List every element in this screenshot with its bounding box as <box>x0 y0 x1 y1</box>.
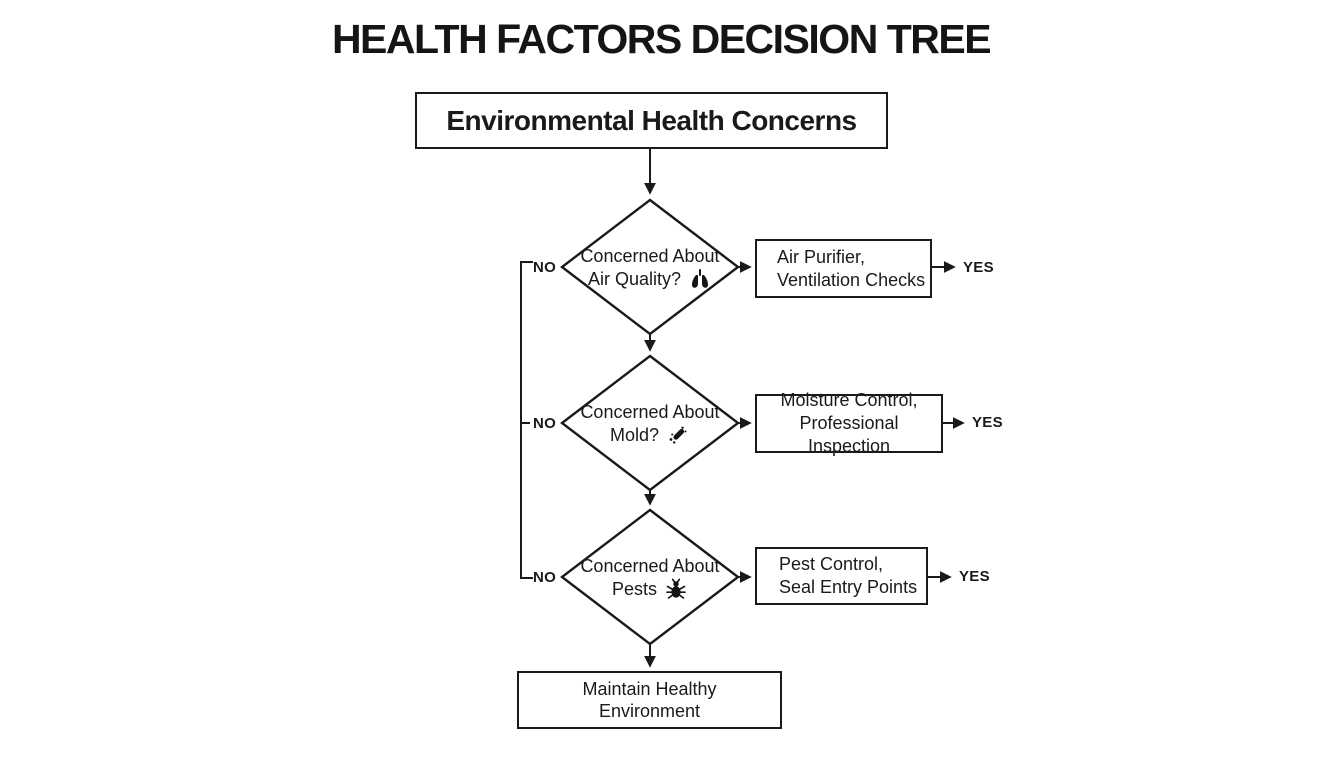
lungs-icon <box>688 267 712 291</box>
decision-label-pests: Concerned About Pests <box>560 556 740 601</box>
result-line1: Air Purifier, <box>777 246 866 267</box>
result-line1: Pest Control, <box>779 554 884 574</box>
result-line2: Professional Inspection <box>799 413 899 456</box>
root-node: Environmental Health Concerns <box>415 92 888 149</box>
final-line1: Maintain Healthy <box>582 679 717 699</box>
decision-question-line2: Air Quality? <box>587 268 682 289</box>
result-line2: Seal Entry Points <box>779 577 918 597</box>
decision-question-line2: Mold? <box>609 424 660 445</box>
no-branch-bracket <box>520 261 533 579</box>
decision-diamond-mold <box>560 354 740 492</box>
decision-diamond-air-quality <box>560 198 740 336</box>
decision-question-line2: Pests <box>611 578 658 599</box>
no-label-mold: NO <box>533 415 557 432</box>
bug-icon <box>664 577 688 601</box>
no-label-pests: NO <box>533 569 557 586</box>
decision-label-air-quality: Concerned About Air Quality? <box>560 246 740 291</box>
decision-question-line1: Concerned About <box>580 402 720 422</box>
no-label-air-quality: NO <box>533 259 557 276</box>
result-node-mold: Moisture Control, Professional Inspectio… <box>755 390 943 456</box>
final-node: Maintain Healthy Environment <box>517 671 782 729</box>
yes-label-mold: YES <box>972 414 1003 431</box>
decision-question-line1: Concerned About <box>580 556 720 576</box>
yes-label-air-quality: YES <box>963 259 994 276</box>
mold-icon <box>666 423 690 447</box>
result-line1: Moisture Control, <box>780 390 918 410</box>
result-line2: Ventilation Checks <box>777 269 926 290</box>
decision-label-mold: Concerned About Mold? <box>560 402 740 447</box>
root-node-label: Environmental Health Concerns <box>446 104 857 136</box>
page-title: HEALTH FACTORS DECISION TREE <box>331 16 992 62</box>
final-line2: Environment <box>598 701 701 721</box>
result-node-pests: Pest Control, Seal Entry Points <box>755 547 928 605</box>
result-node-air-quality: Air Purifier, Ventilation Checks <box>755 239 932 298</box>
decision-question-line1: Concerned About <box>580 246 720 266</box>
decision-diamond-pests <box>560 508 740 646</box>
yes-label-pests: YES <box>959 568 990 585</box>
